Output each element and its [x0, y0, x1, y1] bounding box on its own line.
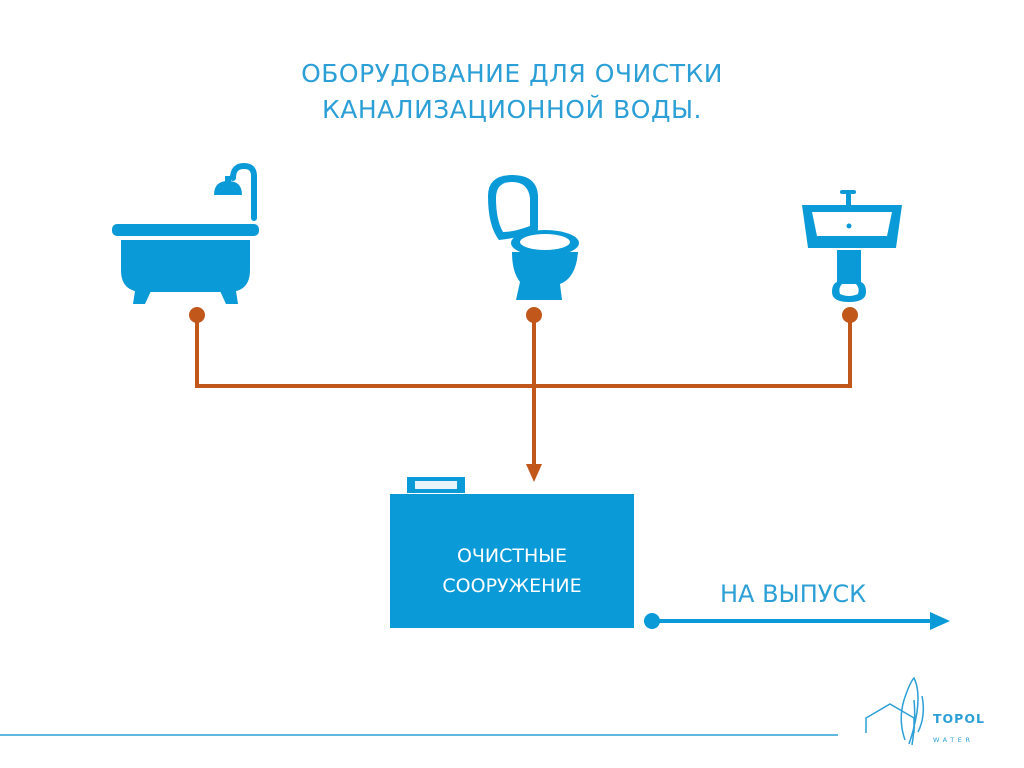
tank-label-line-1: ОЧИСТНЫЕ: [456, 545, 568, 567]
pipe-joint-bathtub: [189, 307, 205, 323]
title-line-1: ОБОРУДОВАНИЕ ДЛЯ ОЧИСТКИ: [301, 59, 723, 88]
brand-name: TOPOL: [933, 711, 985, 726]
pipe-joint-toilet: [526, 307, 542, 323]
outlet-arrow: [644, 612, 950, 630]
brand-subtitle: WATER: [933, 736, 974, 744]
pipe-from-bathtub: [195, 316, 852, 388]
outlet-label: НА ВЫПУСК: [720, 580, 867, 608]
bathtub-icon: [112, 162, 259, 304]
sink-icon: [802, 190, 902, 302]
tank-label-line-2: СООРУЖЕНИЕ: [442, 575, 582, 597]
pipe-joint-sink: [842, 307, 858, 323]
drain-pipes: [195, 316, 852, 466]
brand-logo: [865, 676, 925, 746]
title-line-2: КАНАЛИЗАЦИОННОЙ ВОДЫ.: [322, 95, 702, 124]
arrow-to-tank-head: [526, 464, 542, 482]
toilet-icon: [488, 175, 579, 300]
treatment-tank: [390, 477, 634, 628]
